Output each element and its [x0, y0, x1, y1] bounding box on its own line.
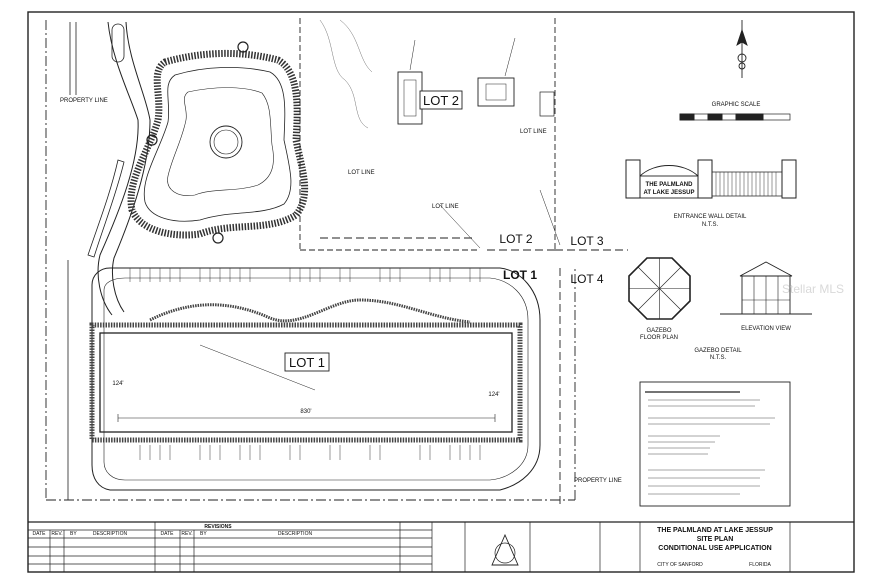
dim-building-width: 124'	[112, 381, 123, 387]
lot-line-callout-2: LOT LINE	[432, 204, 459, 210]
title-block	[28, 521, 854, 572]
dim-building-width-east: 124'	[488, 392, 499, 398]
parking-stalls-south	[139, 445, 481, 460]
dim-building-length: 830'	[300, 409, 311, 415]
lot2-north-area	[299, 18, 556, 251]
col-description: DESCRIPTION	[93, 531, 128, 537]
col-date: DATE	[33, 531, 47, 537]
gazebo-detail-scale: N.T.S.	[710, 355, 727, 361]
gazebo-plan-title-1: GAZEBO	[646, 328, 671, 334]
graphic-scale-title: GRAPHIC SCALE	[712, 102, 761, 108]
north-arrow-icon	[736, 20, 748, 78]
gazebo-plan-title-2: FLOOR PLAN	[640, 335, 678, 341]
revisions-header: REVISIONS	[204, 524, 232, 530]
col-date-2: DATE	[161, 531, 175, 537]
col-description-2: DESCRIPTION	[278, 531, 313, 537]
project-title: THE PALMLAND AT LAKE JESSUP	[657, 527, 773, 534]
project-sheet: SITE PLAN	[697, 536, 734, 543]
fountain-icons	[146, 41, 249, 244]
project-state: FLORIDA	[749, 562, 771, 568]
lot-line-callout-1: LOT LINE	[520, 129, 547, 135]
mls-watermark: Stellar MLS	[782, 282, 845, 296]
building-footprint	[89, 322, 523, 443]
property-line-west: PROPERTY LINE	[60, 98, 108, 104]
site-notes-box	[639, 381, 791, 507]
gazebo-elevation-drawing	[720, 261, 812, 315]
entrance-wall-drawing	[625, 159, 797, 199]
col-rev: REV.	[51, 531, 62, 537]
col-by-2: BY	[200, 531, 207, 537]
lot2-mid-label: LOT 2	[499, 232, 532, 246]
west-driveway	[87, 21, 151, 316]
gazebo-floor-plan-drawing	[628, 257, 691, 320]
parking-lot	[91, 267, 541, 491]
sign-line-1: THE PALMLAND	[646, 182, 694, 188]
lot4-label: LOT 4	[570, 272, 603, 286]
elevation-view-title: ELEVATION VIEW	[741, 326, 791, 332]
west-boundary	[45, 20, 576, 501]
col-by: BY	[70, 531, 77, 537]
lot3-label: LOT 3	[570, 234, 603, 248]
property-line-east: PROPERTY LINE	[574, 478, 622, 484]
graphic-scale	[679, 113, 791, 121]
entrance-wall-scale: N.T.S.	[702, 222, 719, 228]
gazebo-detail-title: GAZEBO DETAIL	[694, 348, 742, 354]
project-application: CONDITIONAL USE APPLICATION	[658, 545, 771, 552]
sheet-border	[27, 11, 855, 573]
lot1-building-label: LOT 1	[289, 355, 325, 370]
sign-line-2: AT LAKE JESSUP	[644, 190, 695, 196]
col-rev-2: REV.	[181, 531, 192, 537]
lot-lines	[320, 189, 628, 505]
parking-stalls-north	[129, 268, 481, 282]
fence-pickets	[715, 172, 777, 196]
entrance-wall-title: ENTRANCE WALL DETAIL	[674, 214, 747, 220]
retention-pond	[127, 49, 309, 239]
lot-line-callout-3: LOT LINE	[348, 170, 375, 176]
project-city: CITY OF SANFORD	[657, 562, 703, 568]
lot2-north-label: LOT 2	[423, 93, 459, 108]
